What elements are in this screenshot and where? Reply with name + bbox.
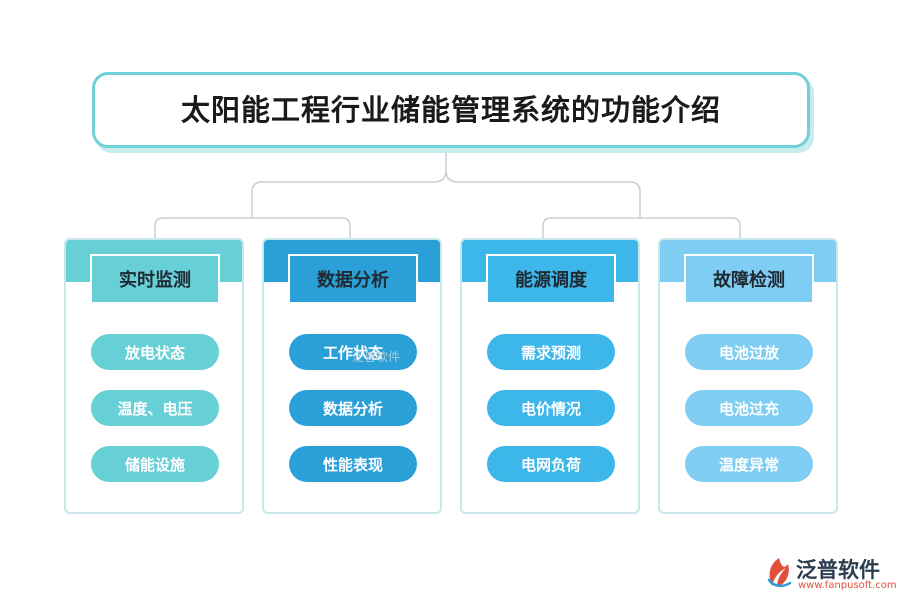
- logo-name: 泛普软件: [796, 558, 880, 582]
- column-item: 数据分析: [289, 390, 417, 426]
- column-header: 能源调度: [486, 254, 616, 304]
- column-item: 电价情况: [487, 390, 615, 426]
- column-item: 温度异常: [685, 446, 813, 482]
- watermark: 泛普软件: [352, 350, 401, 364]
- column-card-1: 数据分析 工作状态 数据分析 性能表现: [262, 238, 442, 514]
- brand-logo: 泛普软件 www.fanpusoft.com: [764, 552, 897, 596]
- connector-left-trunk: [251, 150, 447, 218]
- column-card-0: 实时监测 放电状态 温度、电压 储能设施: [64, 238, 244, 514]
- column-item: 温度、电压: [91, 390, 219, 426]
- column-card-3: 故障检测 电池过放 电池过充 温度异常: [658, 238, 838, 514]
- connector-right-trunk: [445, 169, 641, 218]
- column-item: 电池过放: [685, 334, 813, 370]
- title-box: 太阳能工程行业储能管理系统的功能介绍: [92, 72, 810, 148]
- column-header: 故障检测: [684, 254, 814, 304]
- connector-right-branch: [542, 217, 741, 238]
- column-card-2: 能源调度 需求预测 电价情况 电网负荷: [460, 238, 640, 514]
- column-header: 实时监测: [90, 254, 220, 304]
- column-item: 电网负荷: [487, 446, 615, 482]
- column-item: 电池过充: [685, 390, 813, 426]
- column-item: 储能设施: [91, 446, 219, 482]
- logo-url: www.fanpusoft.com: [798, 580, 897, 591]
- column-item: 需求预测: [487, 334, 615, 370]
- column-item: 性能表现: [289, 446, 417, 482]
- diagram-title: 太阳能工程行业储能管理系统的功能介绍: [180, 93, 721, 127]
- connector-left-branch: [154, 217, 351, 238]
- connector-tree: [154, 150, 741, 238]
- column-item: 工作状态: [289, 334, 417, 370]
- column-header: 数据分析: [288, 254, 418, 304]
- fanpu-logo-icon: [767, 558, 792, 588]
- column-item: 放电状态: [91, 334, 219, 370]
